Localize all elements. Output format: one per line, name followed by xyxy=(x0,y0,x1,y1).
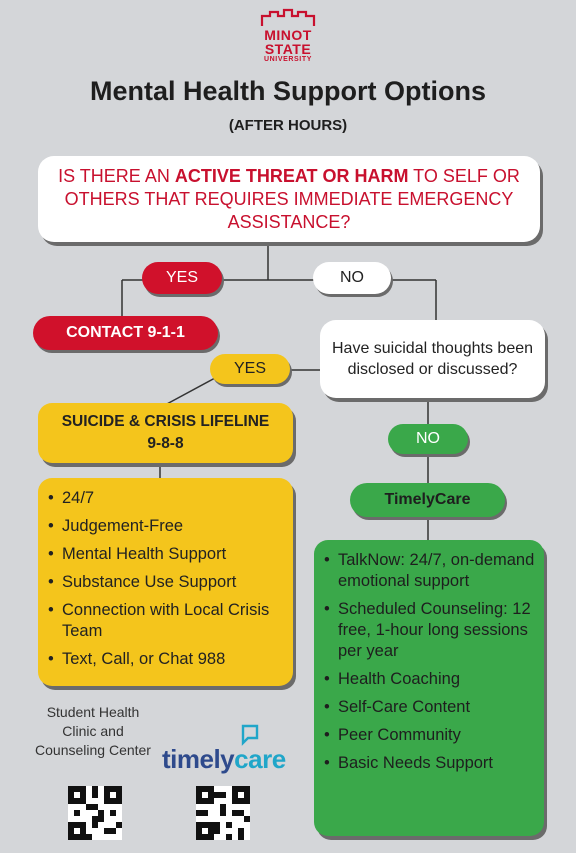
list-item: Judgement-Free xyxy=(48,516,285,537)
no-emergency-pill: NO xyxy=(313,262,391,294)
question1-part1: IS THERE AN xyxy=(58,165,175,186)
list-item: Substance Use Support xyxy=(48,572,285,593)
crisis-lifeline-header: SUICIDE & CRISIS LIFELINE 9-8-8 xyxy=(38,403,293,463)
lifeline-features-box: 24/7 Judgement-Free Mental Health Suppor… xyxy=(38,478,293,686)
logo-line3: UNIVERSITY xyxy=(263,56,312,63)
logo-line2: STATE xyxy=(264,41,312,57)
university-logo: MINOT STATE UNIVERSITY xyxy=(252,8,324,70)
timelycare-features-box: TalkNow: 24/7, on-demand emotional suppo… xyxy=(314,540,544,836)
qr-code-icon[interactable] xyxy=(68,786,122,840)
logo-line1: MINOT xyxy=(264,27,312,43)
list-item: Connection with Local Crisis Team xyxy=(48,600,285,642)
question1-part2: TO SELF OR OTHERS THAT REQUIRES IMMEDIAT… xyxy=(64,165,520,232)
list-item: 24/7 xyxy=(48,488,285,509)
suicidal-thoughts-question: Have suicidal thoughts been disclosed or… xyxy=(320,320,545,398)
contact-911-pill: CONTACT 9-1-1 xyxy=(33,316,218,350)
care-word: care xyxy=(234,744,286,774)
list-item: Peer Community xyxy=(324,725,536,746)
timely-word: timely xyxy=(162,744,235,774)
list-item: Basic Needs Support xyxy=(324,753,536,774)
list-item: Self-Care Content xyxy=(324,697,536,718)
university-building-icon xyxy=(260,8,316,26)
no-suicidal-pill: NO xyxy=(388,424,468,454)
lifeline-line1: SUICIDE & CRISIS LIFELINE xyxy=(61,413,270,430)
qr-code-icon[interactable] xyxy=(196,786,250,840)
list-item: Mental Health Support xyxy=(48,544,285,565)
lifeline-line2: 9-8-8 xyxy=(147,435,184,452)
list-item: Health Coaching xyxy=(324,669,536,690)
list-item: TalkNow: 24/7, on-demand emotional suppo… xyxy=(324,550,536,592)
timelycare-logo: timelycare xyxy=(162,722,292,780)
clinic-label: Student Health Clinic and Counseling Cen… xyxy=(35,704,151,758)
page-title: Mental Health Support Options xyxy=(90,76,486,106)
emergency-question: IS THERE AN ACTIVE THREAT OR HARM TO SEL… xyxy=(38,156,540,242)
question1-emphasis: ACTIVE THREAT OR HARM xyxy=(174,165,409,186)
yes-emergency-pill: YES xyxy=(142,262,222,294)
speech-bubble-icon xyxy=(241,724,259,746)
yes-suicidal-pill: YES xyxy=(210,354,290,384)
timelycare-pill: TimelyCare xyxy=(350,483,505,517)
list-item: Text, Call, or Chat 988 xyxy=(48,649,285,670)
page-subtitle: (AFTER HOURS) xyxy=(228,117,348,134)
list-item: Scheduled Counseling: 12 free, 1-hour lo… xyxy=(324,599,536,662)
